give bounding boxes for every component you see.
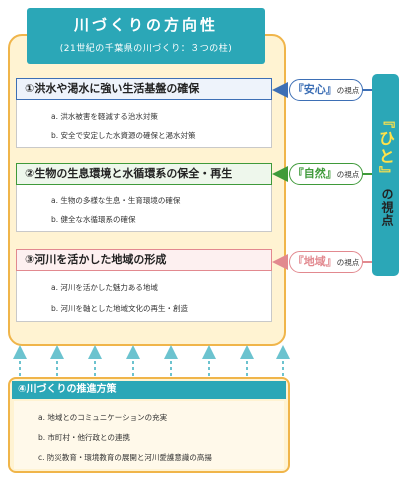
section-1-item-a: a. 洪水被害を軽減する治水対策 bbox=[51, 112, 158, 121]
human-viewpoint-suffix: の視点 bbox=[380, 188, 394, 227]
viewpoint-shizen-keyword: 『自然』 bbox=[292, 167, 337, 180]
section-3-item-b: b. 河川を軸とした地域文化の再生・創造 bbox=[51, 304, 189, 313]
section-2-heading: ②生物の生息環境と水循環系の保全・再生 bbox=[16, 163, 272, 185]
section-1-heading: ①洪水や渇水に強い生活基盤の確保 bbox=[16, 78, 272, 100]
promotion-item-b: b. 市町村・他行政との連携 bbox=[38, 433, 130, 442]
promotion-heading: ④川づくりの推進方策 bbox=[12, 381, 286, 399]
section-2-item-a: a. 生物の多様な生息・生育環境の確保 bbox=[51, 196, 181, 205]
promotion-item-c: c. 防災教育・環境教育の展開と河川愛護意識の高揚 bbox=[38, 453, 212, 462]
promotion-item-a: a. 地域とのコミュニケーションの充実 bbox=[38, 413, 168, 422]
title-banner: 川づくりの方向性 (21世紀の千葉県の川づくり：３つの柱) bbox=[27, 8, 265, 64]
viewpoint-shizen-suffix: の視点 bbox=[336, 170, 360, 179]
viewpoint-chiiki: 『地域』の視点 bbox=[289, 251, 363, 273]
section-3-heading: ③河川を活かした地域の形成 bbox=[16, 249, 272, 271]
viewpoint-chiiki-keyword: 『地域』 bbox=[292, 255, 337, 268]
viewpoint-anshin-suffix: の視点 bbox=[336, 86, 360, 95]
viewpoint-anshin: 『安心』の視点 bbox=[289, 79, 363, 101]
section-2-item-b: b. 健全な水循環系の確保 bbox=[51, 215, 136, 224]
human-viewpoint-label: 『ひと』 bbox=[376, 112, 395, 184]
promotion-body: a. 地域とのコミュニケーションの充実 b. 市町村・他行政との連携 c. 防災… bbox=[14, 401, 284, 469]
human-viewpoint-box: 『ひと』 bbox=[372, 74, 399, 276]
diagram-title: 川づくりの方向性 bbox=[73, 16, 218, 34]
viewpoint-chiiki-suffix: の視点 bbox=[336, 258, 360, 267]
section-2-body: a. 生物の多様な生息・生育環境の確保 b. 健全な水循環系の確保 bbox=[16, 180, 272, 232]
diagram-subtitle: (21世紀の千葉県の川づくり：３つの柱) bbox=[59, 44, 233, 54]
section-3-item-a: a. 河川を活かした魅力ある地域 bbox=[51, 283, 158, 292]
viewpoint-shizen: 『自然』の視点 bbox=[289, 163, 363, 185]
section-1-item-b: b. 安全で安定した水資源の確保と渇水対策 bbox=[51, 131, 196, 140]
viewpoint-anshin-keyword: 『安心』 bbox=[292, 83, 337, 96]
section-3-body: a. 河川を活かした魅力ある地域 b. 河川を軸とした地域文化の再生・創造 bbox=[16, 266, 272, 322]
